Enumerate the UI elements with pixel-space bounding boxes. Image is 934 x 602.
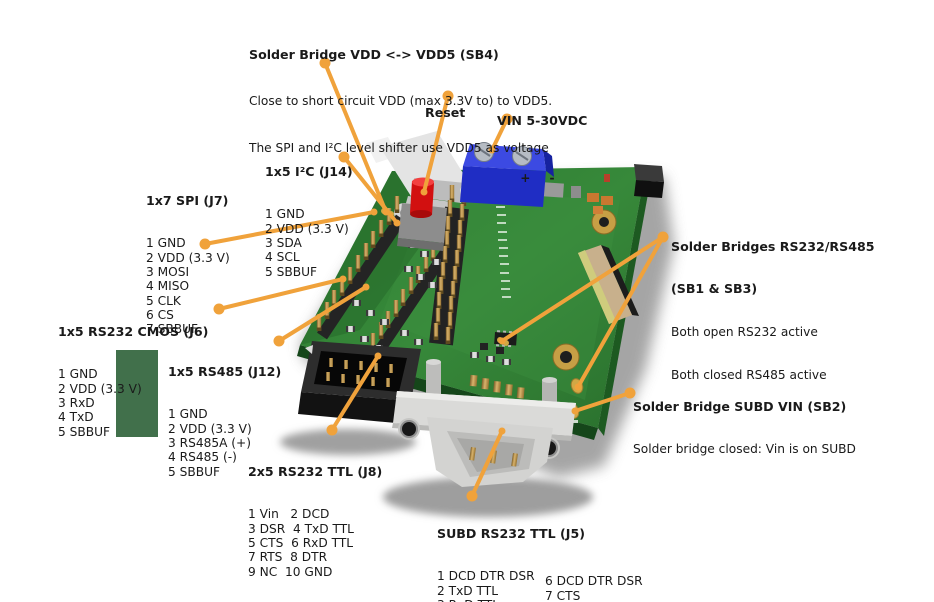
leader-sb2 (573, 391, 632, 413)
vin-title: VIN 5-30VDC (497, 112, 588, 128)
sb4-line1: Close to short circuit VDD (max 3.3V to)… (249, 93, 553, 108)
pin-label: 2 VDD (3.3 V) (265, 221, 349, 236)
pin-label: 3 RxD TTL (437, 598, 545, 602)
pin-label: 9 NC 10 GND (248, 564, 333, 579)
vin-polarity: +- (497, 156, 587, 199)
pin-label: 3 SDA (265, 236, 302, 251)
power-terminal (460, 142, 554, 207)
leader-lines (199, 57, 669, 502)
reset-label: Reset (425, 104, 466, 120)
rs232-cmos-title: 1x5 RS232 CMOS (J6) (58, 323, 209, 339)
subd-title: SUBD RS232 TTL (J5) (437, 525, 586, 541)
pin-label: 4 MISO (146, 279, 190, 294)
pin-label: 7 SBBUF (146, 322, 199, 337)
sb4-title: Solder Bridge VDD <-> VDD5 (SB4) (249, 47, 499, 63)
pin-label: 1 GND (168, 407, 208, 422)
pin-label: 2 VDD (3.3 V) (58, 381, 142, 396)
leader-rs232-cmos (217, 277, 345, 311)
subd-pads (469, 374, 525, 399)
pin-label: 5 SBBUF (265, 264, 318, 279)
pin-label: 6 CS (146, 307, 174, 322)
leader-reset (422, 94, 450, 194)
pin-label: 2 VDD (3.3 V) (168, 421, 252, 436)
sb2-label: Solder Bridge SUBD VIN (SB2) Solder brid… (633, 371, 856, 485)
pin-label: 3 MOSI (146, 265, 190, 280)
spi-title: 1x7 SPI (J7) (146, 192, 229, 208)
reset-button (397, 177, 447, 251)
pin-header-center (429, 185, 469, 346)
sb1-sb3-title1: Solder Bridges RS232/RS485 (671, 238, 875, 254)
pin-label: 2 VDD (3.3 V) (146, 250, 230, 265)
sb1-sb3-title2: (SB1 & SB3) (671, 281, 758, 297)
leader-sb3 (576, 235, 665, 389)
leader-rs232-ttl (330, 354, 380, 432)
sb1-sb3-label: Solder Bridges RS232/RS485 (SB1 & SB3) B… (671, 211, 874, 411)
leader-rs485 (277, 285, 368, 343)
leader-sb1 (500, 235, 665, 343)
pin-label: 3 RxD (58, 396, 95, 411)
sb1-sb3-line2: Both closed RS485 active (671, 368, 827, 383)
pin-label: 7 RTS 8 DTR (248, 550, 328, 565)
pin-label: 4 TxD (58, 410, 94, 425)
leader-subd (470, 429, 504, 498)
sb4-line2: The SPI and I²C level shifter use VDD5 a… (249, 140, 549, 155)
rs232-ttl-title: 2x5 RS232 TTL (J8) (248, 463, 383, 479)
pin-label: 2 TxD TTL (437, 583, 499, 598)
pin-label: 1 Vin 2 DCD (248, 507, 330, 522)
pin-label: 6 DCD DTR DSR (545, 574, 643, 589)
pin-label: 5 SBBUF (168, 464, 221, 479)
pin-header-outer (316, 196, 406, 340)
i2c-title: 1x5 I²C (J14) (265, 163, 353, 179)
pin-label: 3 RS485A (+) (168, 436, 252, 451)
rs485-title: 1x5 RS485 (J12) (168, 363, 282, 379)
pin-label: 1 GND (265, 207, 305, 222)
sb1-sb3-line1: Both open RS232 active (671, 325, 818, 340)
pin-label: 4 SCL (265, 250, 300, 265)
pin-label: 5 CTS 6 RxD TTL (248, 536, 354, 551)
vin-label: VIN 5-30VDC +- (497, 85, 587, 228)
green-swatch (116, 350, 158, 437)
pin-label: 1 GND (58, 367, 98, 382)
vin-plus: + (520, 170, 531, 185)
leader-vin (490, 117, 509, 152)
sb2-title: Solder Bridge SUBD VIN (SB2) (633, 398, 847, 414)
pin-label: 5 SBBUF (58, 424, 111, 439)
pin-label: 1 DCD DTR DSR (437, 569, 535, 584)
pin-label: 4 RS485 (-) (168, 450, 237, 465)
pin-label: 5 CLK (146, 293, 181, 308)
pin-label: 3 DSR 4 TxD TTL (248, 521, 354, 536)
pin-label: 1 GND (146, 236, 186, 251)
pin-header-inner (370, 233, 450, 358)
idc-connector-j8 (280, 341, 421, 455)
sb4-label: Solder Bridge VDD <-> VDD5 (SB4) Close t… (249, 16, 552, 188)
sb2-line1: Solder bridge closed: Vin is on SUBD (633, 442, 856, 457)
pin-label: 7 CTS (545, 588, 581, 602)
vin-minus: - (549, 170, 555, 185)
subd-connector-j5 (383, 359, 593, 517)
leader-sb4 (323, 61, 388, 214)
leader-spi (203, 210, 376, 246)
